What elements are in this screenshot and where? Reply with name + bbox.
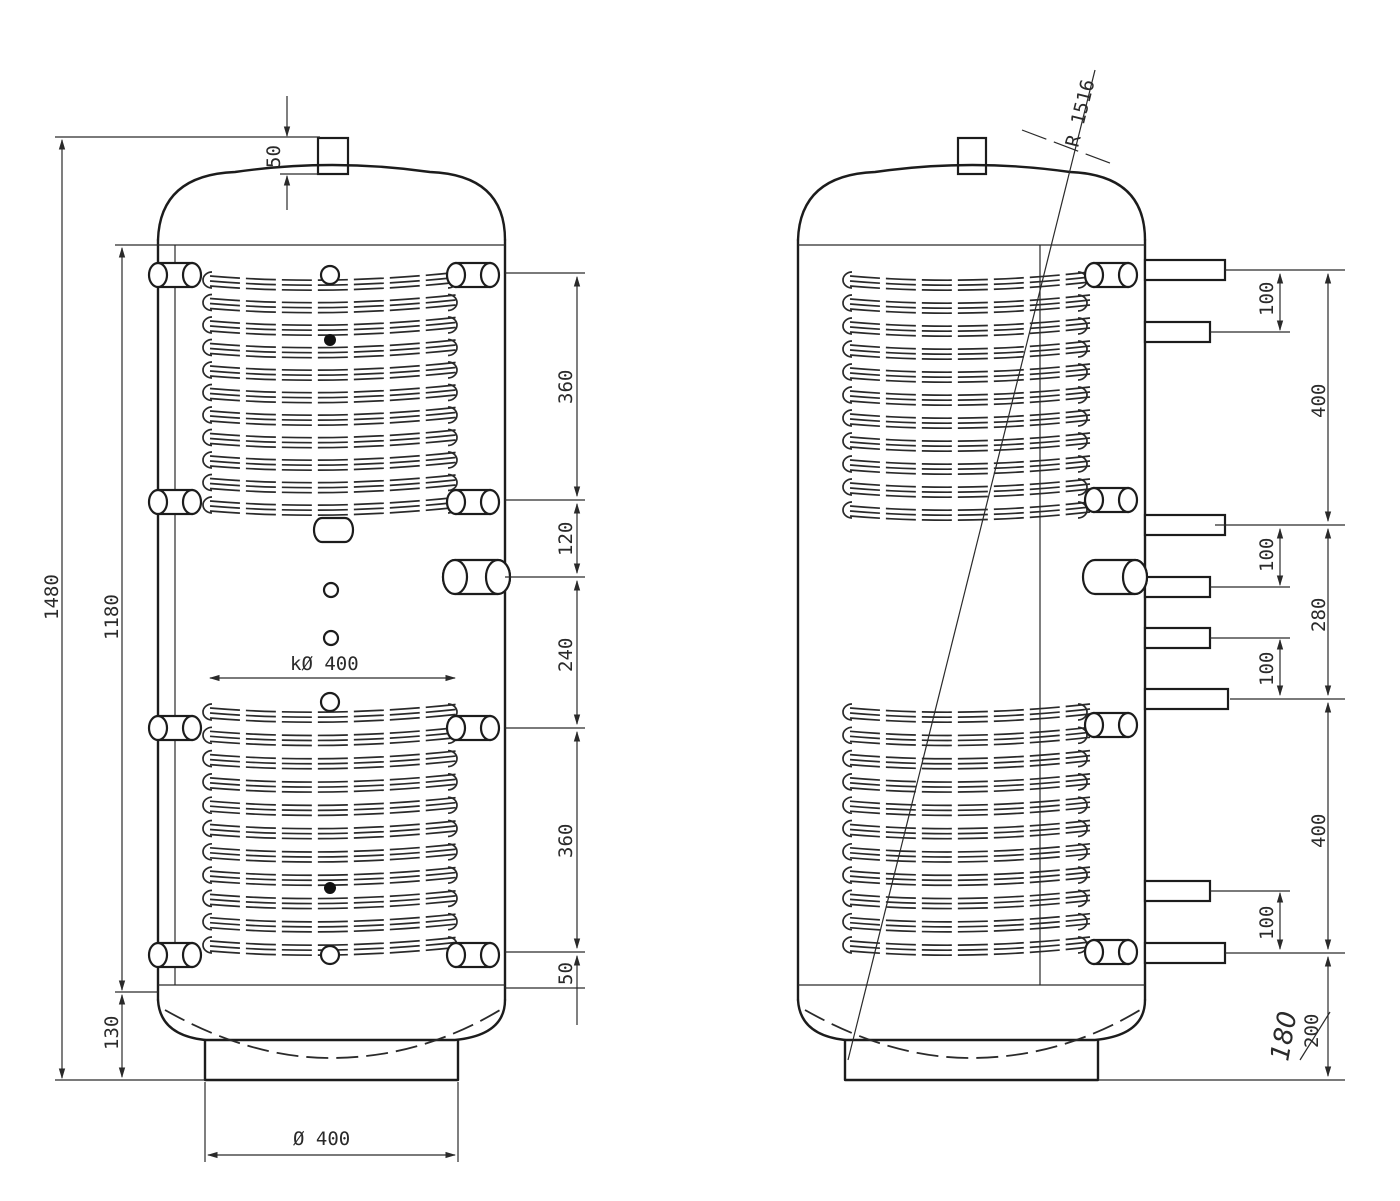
dim-base-diameter: Ø 400	[293, 1128, 350, 1150]
dim-top-nozzle: 50	[263, 145, 285, 168]
dim-mid-pitch-1: 100	[1256, 538, 1278, 572]
dim-top-pitch: 100	[1256, 282, 1278, 316]
right-tank-view: R 1516 100 400 100 280 100 400 100 180 2…	[796, 69, 1345, 1082]
right-lower-coil	[842, 703, 1091, 957]
coil-pipe-stub	[445, 488, 501, 516]
side-nozzle	[1143, 626, 1212, 650]
left-top-nozzle	[316, 136, 350, 176]
dim-bottom-pitch: 100	[1256, 906, 1278, 940]
side-nozzle	[1143, 941, 1227, 965]
right-side-connection	[1081, 558, 1149, 596]
left-lower-coil	[202, 703, 461, 957]
coil-port	[319, 944, 341, 966]
dim-bottom-height: 130	[101, 1016, 123, 1050]
coil-pipe-stub	[1083, 261, 1139, 289]
dim-gap-2: 240	[555, 638, 577, 672]
dim-mid-pitch-2: 100	[1256, 652, 1278, 686]
coil-port	[319, 264, 341, 286]
side-nozzle	[1143, 320, 1212, 344]
dim-mid-span: 280	[1308, 598, 1330, 632]
side-nozzle	[1143, 879, 1212, 903]
coil-pipe-stub	[445, 941, 501, 969]
dim-radius: R 1516	[1062, 77, 1100, 149]
side-nozzle	[1143, 513, 1227, 537]
dim-bottom-span: 400	[1308, 814, 1330, 848]
right-upper-coil	[842, 271, 1091, 522]
dim-gap-1: 120	[555, 522, 577, 556]
right-tank-bottom-dome	[796, 998, 1147, 1042]
coil-pipe-stub	[147, 714, 203, 742]
coil-pipe-stub	[1083, 486, 1139, 514]
left-sensor-dot	[324, 334, 336, 346]
coil-pipe-stub	[147, 941, 203, 969]
right-tank-top-dome	[796, 163, 1147, 242]
left-sensor-port	[322, 581, 340, 599]
coil-port	[319, 691, 341, 713]
left-tank-view: 1480 1180 130 50 360 120 240 360 50 kØ 4…	[41, 96, 585, 1162]
coil-pipe-stub	[1083, 711, 1139, 739]
coil-pipe-stub	[1083, 938, 1139, 966]
side-nozzle	[1143, 575, 1212, 599]
dim-inner-height: 1180	[101, 594, 123, 640]
left-tank-base	[203, 1038, 460, 1082]
dim-coil-bottom-span: 360	[555, 824, 577, 858]
dim-base-handwritten: 180	[1265, 1009, 1303, 1063]
coil-pipe-stub	[445, 714, 501, 742]
left-tank-top-dome	[156, 163, 507, 242]
side-nozzle	[1143, 258, 1227, 282]
right-top-nozzle	[956, 136, 988, 176]
coil-pipe-stub	[147, 488, 203, 516]
right-tank-base	[843, 1038, 1100, 1082]
dim-top-span: 400	[1308, 384, 1330, 418]
left-tank-bottom-dome	[156, 998, 507, 1042]
dim-coil-diameter: kØ 400	[290, 653, 359, 675]
dim-coil-top-span: 360	[555, 370, 577, 404]
left-sensor-dot	[324, 882, 336, 894]
left-side-connection	[441, 558, 512, 596]
left-upper-coil	[202, 271, 461, 517]
left-sensor-port	[322, 629, 340, 647]
dim-bottom-gap: 50	[555, 962, 577, 985]
side-nozzle	[1143, 687, 1230, 711]
radius-line	[847, 69, 1096, 1061]
dim-overall-height: 1480	[41, 574, 63, 620]
coil-pipe-stub	[147, 261, 203, 289]
coil-pipe-stub	[445, 261, 501, 289]
dim-base-struck: 200	[1301, 1014, 1323, 1048]
